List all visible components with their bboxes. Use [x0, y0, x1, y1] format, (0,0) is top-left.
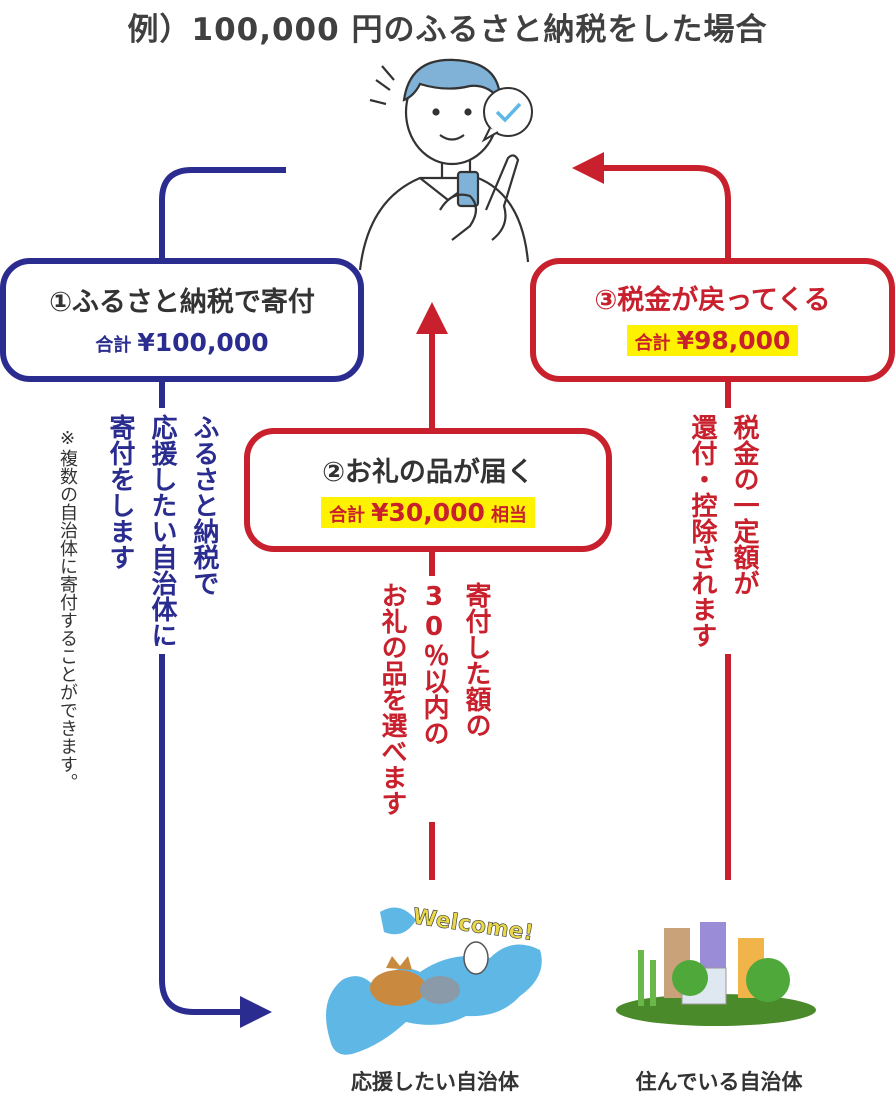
check-speech-bubble-icon	[481, 87, 533, 143]
welcome-text: Welcome!	[411, 904, 535, 946]
step-refund-description: 税金の一定額が 還付・控除されます	[681, 408, 765, 654]
step-gift-description: 寄付した額の 30％以内の お礼の品を選べます	[371, 576, 497, 822]
welcome-map-animals-icon: Welcome!	[326, 904, 542, 1055]
person-with-smartphone-icon	[358, 58, 530, 271]
step-refund-box: ③税金が戻ってくる 合計¥98,000	[530, 258, 895, 382]
step-gift-title: ②お礼の品が届く	[322, 457, 534, 488]
refund-flow-line	[600, 165, 731, 880]
step-donate-description: ふるさと納税で 応援したい自治体に 寄付をします	[99, 408, 225, 654]
refund-arrow-head	[572, 152, 604, 184]
step-donate-total: 合計¥100,000	[95, 328, 269, 357]
step-refund-total: 合計¥98,000	[626, 325, 799, 356]
multiple-municipality-note: ※複数の自治体に寄付することができます。	[57, 428, 78, 791]
support-municipality-caption: 応援したい自治体	[351, 1070, 519, 1094]
diagram-title: 例）100,000 円のふるさと納税をした場合	[127, 12, 768, 48]
gift-arrow-head	[416, 302, 448, 334]
step-donate-box: ①ふるさと納税で寄付 合計¥100,000	[0, 258, 364, 382]
step-donate-title: ①ふるさと納税で寄付	[49, 287, 315, 318]
home-municipality-caption: 住んでいる自治体	[635, 1070, 803, 1094]
step-refund-title: ③税金が戻ってくる	[594, 285, 831, 316]
city-buildings-icon	[616, 922, 816, 1026]
donate-arrow-head	[240, 996, 272, 1028]
